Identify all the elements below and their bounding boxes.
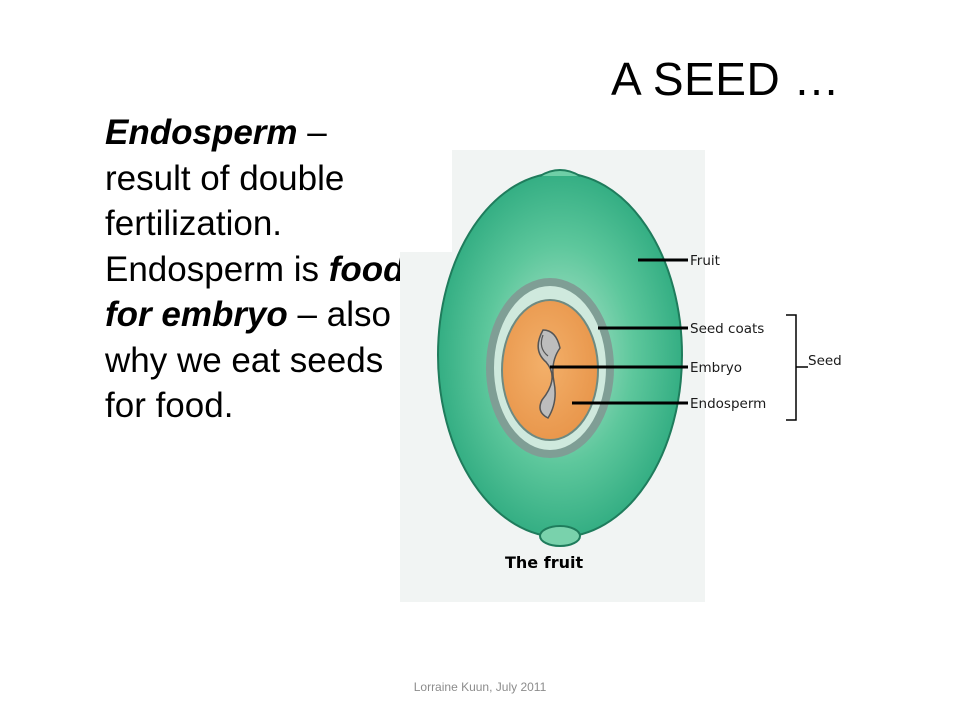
endosperm — [501, 299, 599, 441]
embryo-detail — [540, 334, 549, 357]
body-text-part-1: – result of double fertilization. Endosp… — [105, 113, 345, 289]
footer-credit: Lorraine Kuun, July 2011 — [413, 680, 547, 694]
seed-diagram-svg: Fruit Seed coats Embryo Endosperm Seed T… — [400, 150, 842, 602]
label-seed-coats: Seed coats — [690, 321, 764, 337]
seed-bracket — [786, 314, 797, 421]
label-endosperm: Endosperm — [690, 396, 766, 412]
fruit-bottom-bump — [539, 525, 581, 547]
body-text-part-2: – also why we eat seeds for food. — [105, 295, 391, 425]
label-seed: Seed — [808, 353, 842, 369]
figure-caption: The fruit — [505, 553, 583, 572]
seed-diagram: Fruit Seed coats Embryo Endosperm Seed T… — [400, 150, 870, 602]
body-text: Endosperm – result of double fertilizati… — [105, 110, 405, 429]
label-embryo: Embryo — [690, 360, 742, 376]
term-endosperm: Endosperm — [105, 113, 298, 152]
fruit-stem-top — [539, 169, 581, 177]
slide-title: A SEED … — [611, 53, 840, 105]
term-food-for-embryo: food for embryo — [105, 249, 405, 335]
label-fruit: Fruit — [690, 253, 720, 269]
